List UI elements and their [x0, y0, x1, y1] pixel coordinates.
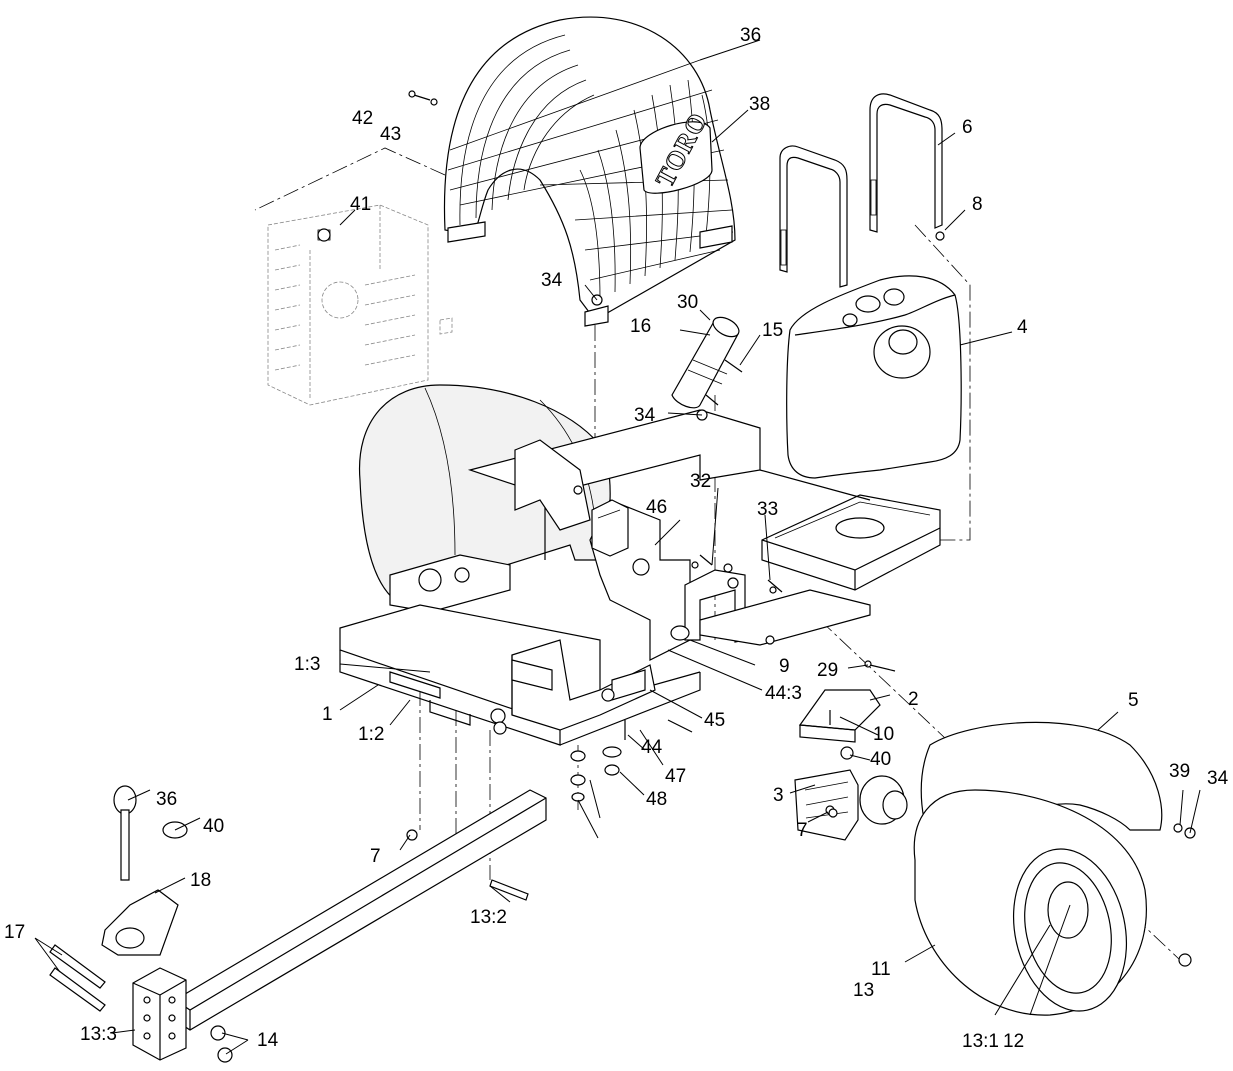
exhaust-muffler: [671, 316, 743, 409]
callout-12: 16: [630, 316, 651, 337]
callout-11: 15: [762, 320, 783, 341]
callout-44-2: 45: [704, 710, 725, 731]
callout-29: 29: [817, 660, 838, 681]
tow-bar-assembly: [49, 785, 547, 1063]
callout-45: 47: [665, 766, 686, 787]
callout-34-grille: 34: [541, 270, 563, 291]
callout-37: 39: [1169, 761, 1190, 782]
callout-15: 13:3: [80, 1024, 117, 1045]
callout-19: 30: [677, 292, 698, 313]
callout-8: 8: [972, 194, 983, 215]
callout-17: 17: [4, 922, 25, 943]
handle-loops: [779, 93, 943, 288]
callout-1-3: 1:3: [294, 654, 320, 675]
small-hardware: [317, 90, 945, 841]
callout-13-1: 12: [1003, 1031, 1024, 1052]
fuel-tank: [786, 275, 962, 479]
callout-5: 6: [962, 117, 973, 138]
callout-43: 43: [380, 124, 401, 145]
fuel-tank-tray: [761, 494, 941, 591]
spindle-bracket: [798, 689, 881, 760]
callout-3: 3: [773, 785, 784, 806]
callout-4: 4: [1017, 317, 1028, 338]
wheel-hub-mount: [794, 769, 908, 841]
callout-34-muffler: 34: [634, 405, 656, 426]
callout-41: 41: [350, 194, 371, 215]
rear-wheel-right: [913, 721, 1196, 1016]
callout-6: 5: [1128, 690, 1139, 711]
callout-13-3: 13:1: [962, 1031, 999, 1052]
engine-shroud-ghost: [267, 204, 453, 406]
callout-33: 38: [749, 94, 770, 115]
callout-16: 14: [257, 1030, 279, 1051]
callout-13: 11: [871, 959, 891, 980]
callout-labels: 36 38 6 8 4 42 43 41 34 30 16 15 34 32 4…: [4, 25, 1229, 1052]
callout-46: 48: [646, 789, 667, 810]
callout-10: 10: [873, 724, 894, 745]
callout-26: 36: [740, 25, 761, 46]
callout-9: 9: [779, 656, 790, 677]
callout-40: 44: [641, 737, 663, 758]
callout-30: 32: [690, 471, 711, 492]
callout-2: 2: [908, 689, 919, 710]
callout-32: 33: [757, 499, 778, 520]
main-frame: [339, 409, 871, 746]
callout-44: 44:3: [765, 683, 802, 704]
callout-36: 36: [156, 789, 177, 810]
callout-14: 13:2: [470, 907, 507, 928]
callout-39: 40: [870, 749, 891, 770]
callout-1-2: 1:2: [358, 724, 384, 745]
callout-38: 40: [203, 816, 224, 837]
callout-13-2: 13: [853, 980, 874, 1001]
callout-44-3: 46: [646, 497, 667, 518]
callout-42: 42: [352, 108, 373, 129]
callout-34-wheel: 34: [1207, 768, 1229, 789]
callout-7-hub: 7: [797, 820, 808, 841]
callout-7-frame: 7: [370, 846, 381, 867]
callout-18: 18: [190, 870, 211, 891]
engine-guard-grille: TORO: [443, 16, 736, 327]
callout-1: 1: [322, 704, 333, 725]
callout-leader-lines: [34, 39, 1201, 1055]
